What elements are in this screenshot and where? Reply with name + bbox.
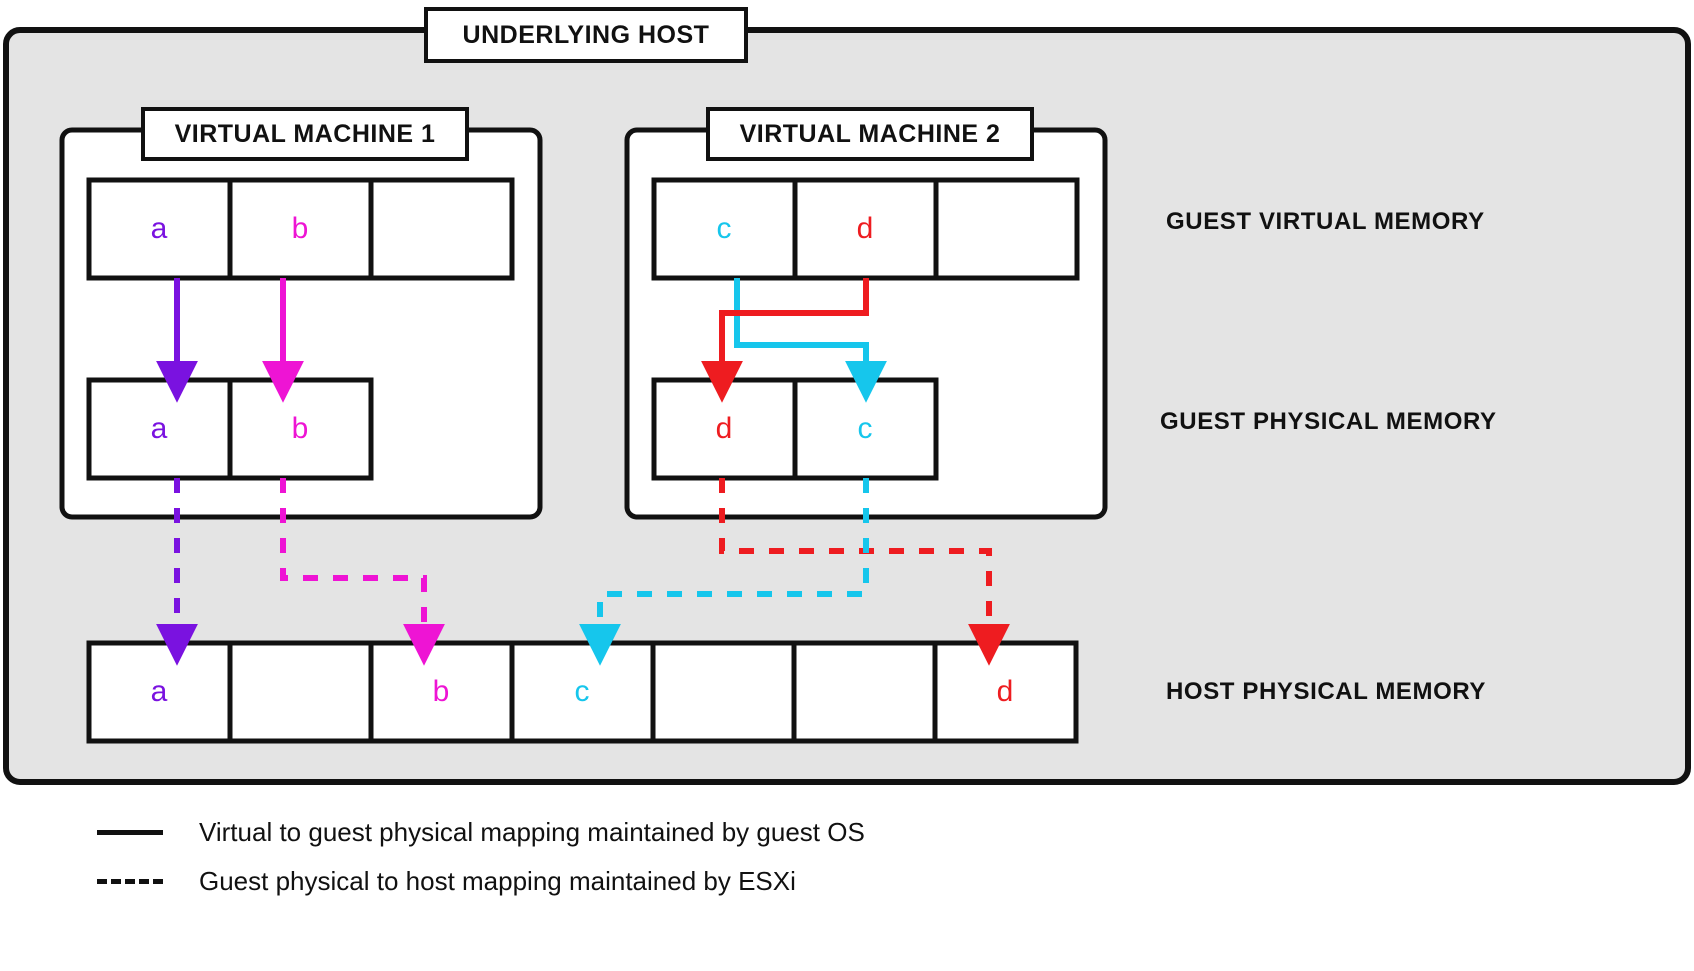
- vm1-guest-physical-cell-0: a: [150, 412, 168, 445]
- legend-dashed-text: Guest physical to host mapping maintaine…: [199, 866, 796, 896]
- mapping-solid-d: [701, 278, 869, 403]
- vm1-guest-physical-row: [86, 377, 374, 481]
- vm1-guest-virtual-row: [86, 177, 515, 281]
- legend-row-dashed: Guest physical to host mapping maintaine…: [97, 866, 796, 897]
- mapping-dashed-c: [579, 478, 869, 666]
- vm1-guest-physical-cell-1: b: [291, 412, 309, 445]
- legend-row-solid: Virtual to guest physical mapping mainta…: [97, 817, 865, 848]
- vm1-guest-virtual-cell-1: b: [291, 212, 309, 245]
- legend-solid-text: Virtual to guest physical mapping mainta…: [199, 817, 865, 847]
- vm2-guest-physical-row: [651, 377, 939, 481]
- host-physical-row: [86, 640, 1079, 744]
- virtual-machine-1-title: VIRTUAL MACHINE 1: [141, 107, 469, 161]
- mapping-dashed-b: [280, 478, 445, 666]
- vm2-guest-physical-cell-1: c: [857, 412, 873, 445]
- virtual-machine-2-title: VIRTUAL MACHINE 2: [706, 107, 1034, 161]
- host-physical-cell-3: c: [574, 675, 590, 708]
- guest-virtual-memory-label: GUEST VIRTUAL MEMORY: [1166, 208, 1485, 235]
- guest-physical-memory-label: GUEST PHYSICAL MEMORY: [1160, 408, 1497, 435]
- vm2-guest-virtual-cell-1: d: [856, 212, 874, 245]
- vm2-guest-physical-cell-0: d: [715, 412, 733, 445]
- host-physical-cell-0: a: [150, 675, 168, 708]
- legend-solid-line-icon: [97, 830, 163, 835]
- legend-dashed-line-icon: [97, 879, 163, 884]
- underlying-host-title: UNDERLYING HOST: [424, 7, 748, 63]
- vm1-guest-virtual-cell-0: a: [150, 212, 168, 245]
- host-physical-memory-label: HOST PHYSICAL MEMORY: [1166, 678, 1487, 705]
- vm2-guest-virtual-row: [651, 177, 1080, 281]
- vm2-guest-virtual-cell-0: c: [716, 212, 732, 245]
- mapping-dashed-d: [719, 478, 1010, 666]
- host-physical-cell-6: d: [996, 675, 1014, 708]
- host-physical-cell-2: b: [432, 675, 450, 708]
